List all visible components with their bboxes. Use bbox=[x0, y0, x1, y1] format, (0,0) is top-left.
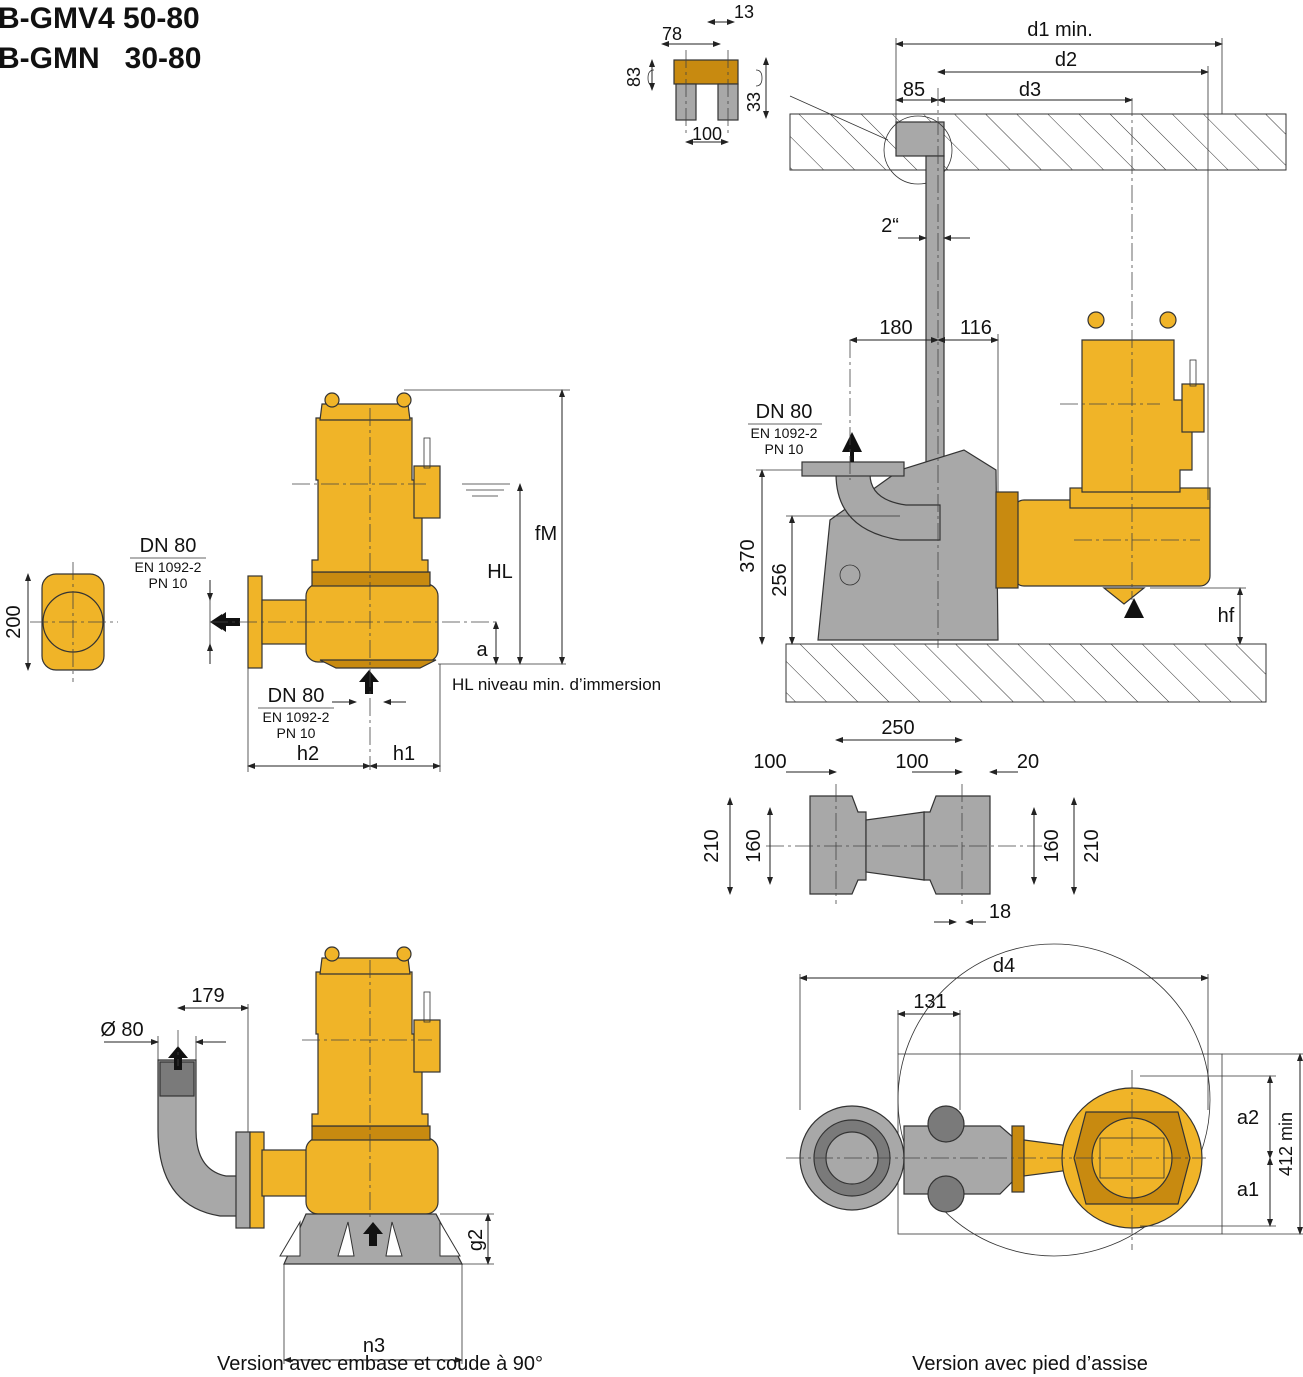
dim-370: 370 bbox=[737, 539, 759, 572]
outlet-norm: EN 1092-2 bbox=[135, 559, 202, 575]
dim-160a: 160 bbox=[743, 829, 765, 862]
dim-160b: 160 bbox=[1041, 829, 1063, 862]
dim-210a: 210 bbox=[701, 829, 723, 862]
dim-18: 18 bbox=[989, 901, 1011, 923]
dim-100b: 100 bbox=[895, 751, 928, 773]
hl-note: HL niveau min. d’immersion bbox=[452, 675, 661, 694]
inlet-norm: EN 1092-2 bbox=[263, 709, 330, 725]
dim-h1: h1 bbox=[393, 743, 415, 765]
elbow-version-view: 179 Ø 80 g2 n3 bbox=[100, 946, 494, 1364]
dim-d2: d2 bbox=[1055, 49, 1077, 71]
dim-33: 33 bbox=[744, 92, 764, 112]
dim-179: 179 bbox=[191, 985, 224, 1007]
flange-norm: EN 1092-2 bbox=[751, 425, 818, 441]
dim-d1: d1 min. bbox=[1027, 19, 1093, 41]
dim-fm: fM bbox=[535, 523, 557, 545]
ceiling-slab bbox=[789, 113, 1287, 171]
base-plan-view: 250 100 100 20 210 160 160 210 18 bbox=[701, 717, 1103, 925]
pump-elevation: 200 DN bbox=[3, 389, 661, 772]
dim-d3: d3 bbox=[1019, 79, 1041, 101]
dim-13: 13 bbox=[734, 2, 754, 22]
elbow-pipe bbox=[157, 1059, 239, 1217]
outlet-dn80: DN 80 bbox=[140, 535, 197, 557]
installation-view: d1 min. d2 d3 85 2“ 180 116 DN 80 EN 109… bbox=[737, 19, 1287, 703]
dim-20: 20 bbox=[1017, 751, 1039, 773]
inlet-pn: PN 10 bbox=[277, 725, 316, 741]
outlet-pn: PN 10 bbox=[149, 575, 188, 591]
discharge-flange bbox=[801, 461, 905, 477]
ceiling-bracket bbox=[895, 121, 945, 157]
dim-116: 116 bbox=[960, 317, 992, 339]
dim-hf: hf bbox=[1218, 605, 1235, 627]
floor-slab bbox=[785, 643, 1267, 703]
flange-dn80: DN 80 bbox=[756, 401, 813, 423]
caption-foot-version: Version avec pied d’assise bbox=[912, 1353, 1148, 1375]
dim-85: 85 bbox=[903, 79, 925, 101]
dim-412-min: 412 min bbox=[1276, 1112, 1296, 1176]
base-pad-right bbox=[923, 795, 991, 895]
pump-volute bbox=[1013, 499, 1211, 587]
dim-d4: d4 bbox=[993, 955, 1015, 977]
dim-2in: 2“ bbox=[881, 215, 899, 237]
dim-100a: 100 bbox=[753, 751, 786, 773]
dim-131: 131 bbox=[913, 991, 946, 1013]
dim-210b: 210 bbox=[1081, 829, 1103, 862]
dim-diameter-80: Ø 80 bbox=[100, 1019, 143, 1041]
dim-a: a bbox=[476, 639, 488, 661]
base-pad-left bbox=[809, 795, 867, 895]
dim-h2: h2 bbox=[297, 743, 319, 765]
dim-hl: HL bbox=[487, 561, 513, 583]
dim-a2: a2 bbox=[1237, 1107, 1259, 1129]
pump-motor bbox=[1081, 339, 1193, 493]
dim-g2: g2 bbox=[465, 1229, 487, 1251]
pump-volute-left bbox=[305, 583, 439, 663]
detail-circle bbox=[883, 115, 953, 185]
model-title-gmv4: B-GMV4 50-80 bbox=[0, 2, 200, 35]
dim-100: 100 bbox=[692, 124, 722, 144]
flange-pn: PN 10 bbox=[765, 441, 804, 457]
caption-elbow-version: Version avec embase et coude à 90° bbox=[217, 1353, 543, 1375]
dim-a1: a1 bbox=[1237, 1179, 1259, 1201]
dim-78: 78 bbox=[662, 24, 682, 44]
model-title-gmn: B-GMN 30-80 bbox=[0, 42, 202, 75]
dim-83: 83 bbox=[624, 67, 644, 87]
inlet-dn80: DN 80 bbox=[268, 685, 325, 707]
dim-200: 200 bbox=[3, 605, 25, 638]
dim-n3: n3 bbox=[363, 1335, 385, 1357]
dim-256: 256 bbox=[769, 563, 791, 596]
bracket-detail: 78 13 83 33 100 bbox=[624, 2, 889, 145]
plan-view-foot: d4 131 a2 a1 412 min bbox=[786, 943, 1303, 1257]
dim-180: 180 bbox=[879, 317, 912, 339]
bracket-plate bbox=[673, 59, 739, 85]
dim-250: 250 bbox=[881, 717, 914, 739]
